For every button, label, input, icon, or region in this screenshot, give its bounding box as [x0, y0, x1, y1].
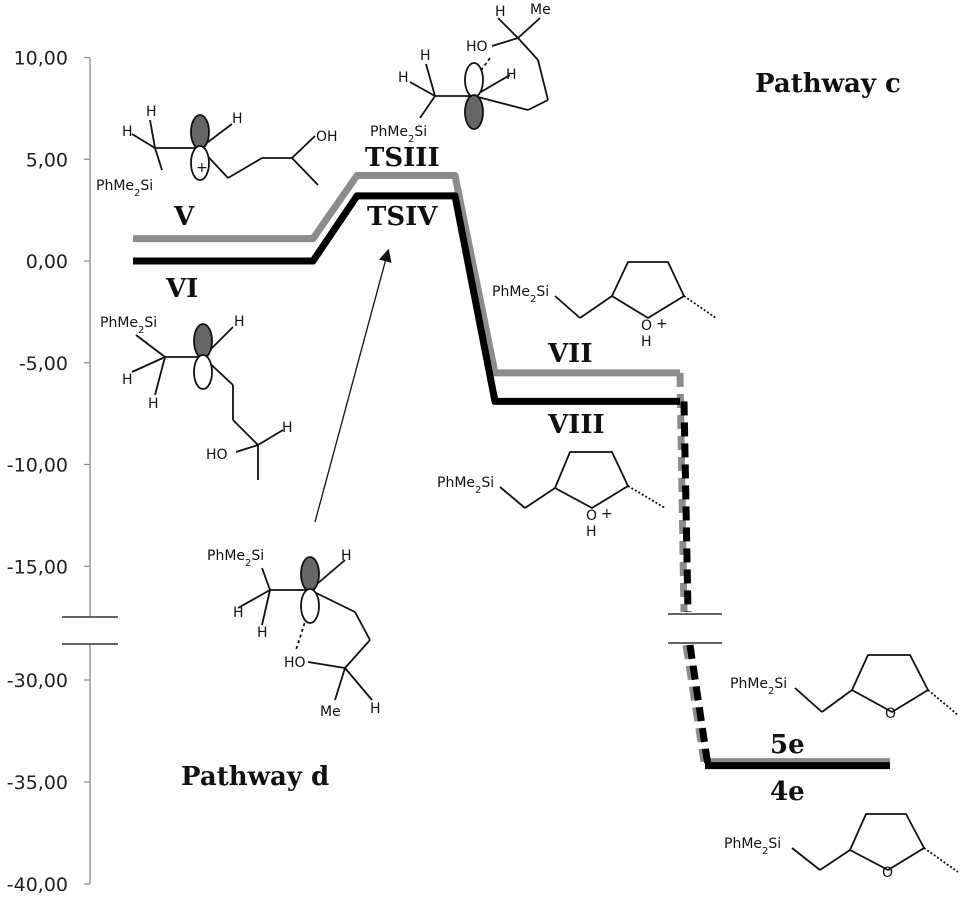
profile-line-0 — [133, 172, 680, 377]
structure-VI — [131, 323, 284, 480]
VI-HO: HO — [206, 447, 228, 463]
structure-4e — [791, 813, 959, 873]
VII-silyl: PhMe2Si — [492, 284, 549, 305]
label-VII: VII — [547, 339, 593, 369]
d-H-c: H — [257, 625, 268, 641]
V-plus: + — [196, 160, 208, 176]
VIII-silyl: PhMe2Si — [437, 475, 494, 496]
y-tick-label: 5,00 — [26, 149, 68, 171]
structure-VII — [554, 261, 717, 320]
y-ticks-lower: -30,00 -35,00 -40,00 — [7, 670, 90, 896]
TSIII-H-d: H — [495, 4, 506, 20]
V-OH: OH — [316, 129, 338, 145]
VII-H: H — [641, 334, 652, 350]
y-ticks-upper: 10,00 5,00 0,00 -5,00 -10,00 -15,00 — [7, 48, 90, 578]
pathway-c-label: Pathway c — [755, 69, 901, 99]
y-tick-label: 0,00 — [26, 251, 68, 273]
TSIII-Me: Me — [530, 2, 551, 18]
profile-dash-0 — [676, 372, 708, 763]
label-TSIV: TSIV — [367, 202, 438, 232]
y-tick-label: 10,00 — [14, 48, 68, 70]
pointer-arrow — [314, 248, 392, 523]
y-tick-label: -15,00 — [7, 556, 68, 578]
V-H-top: H — [146, 104, 157, 120]
TSIII-H-b: H — [398, 70, 409, 86]
label-5e: 5e — [770, 730, 805, 760]
VI-silyl: PhMe2Si — [100, 315, 157, 336]
structure-VIII — [499, 451, 666, 510]
5e-silyl: PhMe2Si — [730, 676, 787, 697]
y-tick-label: -30,00 — [7, 670, 68, 692]
label-VI: VI — [165, 274, 198, 304]
V-H-right: H — [232, 111, 243, 127]
d-H-a: H — [341, 548, 352, 564]
VIII-O: O — [586, 508, 597, 524]
d-Me: Me — [320, 704, 341, 720]
VI-H-a: H — [234, 314, 245, 330]
y-tick-label: -10,00 — [7, 455, 68, 477]
structure-TS-pathway-d — [237, 556, 373, 701]
TSIII-HO: HO — [466, 39, 488, 55]
y-tick-label: -5,00 — [19, 353, 68, 375]
structure-5e — [794, 654, 959, 716]
d-silyl: PhMe2Si — [207, 548, 264, 569]
TSIII-H-a: H — [420, 48, 431, 64]
VIII-H: H — [586, 524, 597, 540]
y-tick-label: -40,00 — [7, 874, 68, 896]
VI-H-b: H — [122, 372, 133, 388]
d-H-b: H — [233, 605, 244, 621]
4e-O: O — [882, 865, 893, 881]
d-H-d: H — [370, 701, 381, 717]
V-silyl: PhMe2Si — [96, 178, 153, 199]
profile-line-1 — [133, 192, 680, 405]
5e-O: O — [885, 706, 896, 722]
VIII-plus: + — [601, 506, 613, 522]
TSIII-H-c: H — [506, 67, 517, 83]
label-4e: 4e — [770, 777, 805, 807]
VI-H-c: H — [148, 396, 159, 412]
energy-profiles — [133, 172, 890, 770]
VII-O: O — [641, 318, 652, 334]
VI-H-d: H — [282, 420, 293, 436]
VII-plus: + — [656, 316, 668, 332]
label-V: V — [173, 202, 195, 232]
structure-V — [131, 114, 319, 186]
TSIII-silyl: PhMe2Si — [370, 124, 427, 145]
d-HO: HO — [284, 655, 306, 671]
4e-silyl: PhMe2Si — [724, 836, 781, 857]
label-TSIII: TSIII — [365, 143, 440, 173]
V-H-left: H — [122, 124, 133, 140]
pathway-d-label: Pathway d — [181, 762, 329, 792]
label-VIII: VIII — [547, 410, 605, 440]
structure-TSIII — [409, 17, 549, 130]
y-tick-label: -35,00 — [7, 772, 68, 794]
profile-dash-1 — [680, 401, 712, 767]
